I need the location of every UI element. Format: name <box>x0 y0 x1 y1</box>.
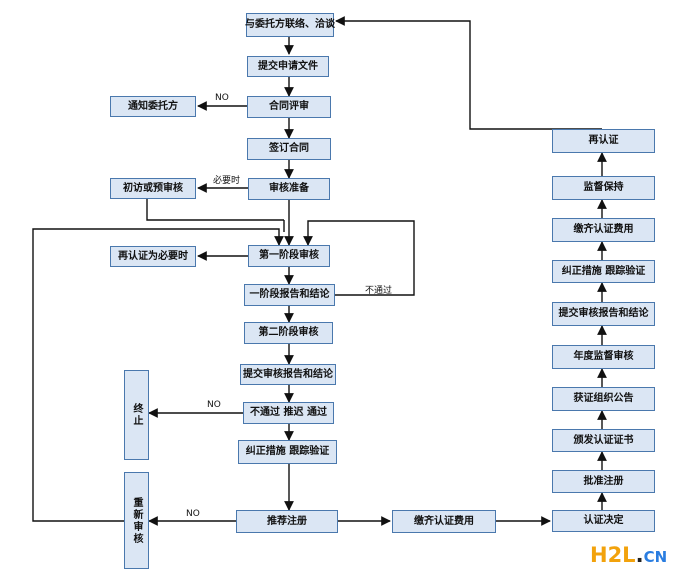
label-fail: 不通过 <box>365 286 393 296</box>
node-contract-review: 合同评审 <box>247 96 331 118</box>
node-pre-visit: 初访或预审核 <box>110 178 196 199</box>
watermark-cn: CN <box>643 548 668 566</box>
arrow-recert-to-contact <box>335 16 602 130</box>
node-corrective-right: 纠正措施 跟踪验证 <box>552 260 655 283</box>
node-recert-if-needed: 再认证为必要时 <box>110 246 196 267</box>
label-no-contract: NO <box>215 93 229 103</box>
node-recert: 再认证 <box>552 129 655 153</box>
node-maintain: 监督保持 <box>552 176 655 200</box>
line-previsit-return <box>146 199 284 221</box>
node-annual-supervision: 年度监督审核 <box>552 345 655 369</box>
node-pay-fee-bottom: 缴齐认证费用 <box>392 510 496 533</box>
node-stage1-report: 一阶段报告和结论 <box>244 284 335 306</box>
label-no-reaudit: NO <box>186 509 200 519</box>
node-audit-prep: 审核准备 <box>248 178 330 200</box>
watermark-dot: . <box>635 543 644 567</box>
node-sign-contract: 签订合同 <box>247 138 331 160</box>
node-stage1-audit: 第一阶段审核 <box>248 245 330 267</box>
label-no-terminate: NO <box>207 400 221 410</box>
watermark-h2l: H2L <box>590 543 636 567</box>
node-submit-report-left: 提交审核报告和结论 <box>240 364 336 385</box>
node-decision: 不通过 推迟 通过 <box>243 402 334 424</box>
node-corrective-left: 纠正措施 跟踪验证 <box>238 440 337 464</box>
arrow-reaudit-loop <box>32 228 284 522</box>
node-notify-client: 通知委托方 <box>110 96 196 117</box>
node-pay-fee-right: 缴齐认证费用 <box>552 218 655 242</box>
node-reaudit: 重新审核 <box>124 472 149 569</box>
node-terminate: 终止 <box>124 370 149 460</box>
arrow-fail-loop <box>303 220 415 296</box>
node-announce: 获证组织公告 <box>552 387 655 411</box>
node-recommend: 推荐注册 <box>236 510 338 533</box>
node-submit-report-right: 提交审核报告和结论 <box>552 302 655 326</box>
node-cert-decision: 认证决定 <box>552 510 655 532</box>
node-approve-reg: 批准注册 <box>552 470 655 493</box>
watermark-logo: H2L.CN <box>590 543 667 567</box>
label-when-needed: 必要时 <box>213 176 241 186</box>
node-issue-cert: 颁发认证证书 <box>552 429 655 452</box>
node-stage2-audit: 第二阶段审核 <box>244 322 333 344</box>
node-contact: 与委托方联络、洽谈 <box>245 13 335 37</box>
node-submit-application: 提交申请文件 <box>247 56 329 77</box>
